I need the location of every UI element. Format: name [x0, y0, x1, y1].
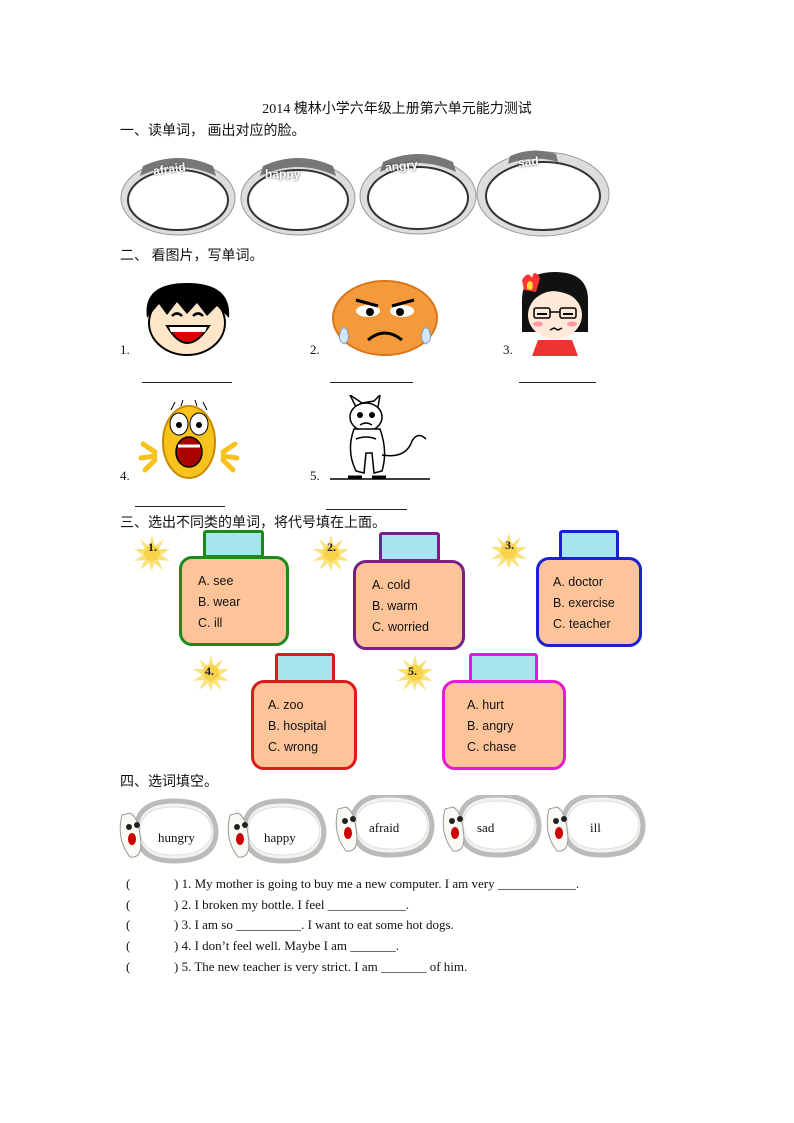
question-text: ) 3. I am so __________. I want to eat s… — [174, 917, 454, 932]
word-bank-sad: sad — [477, 820, 495, 835]
sun-icon — [313, 535, 349, 571]
jar-4-option-b: B. hospital — [268, 719, 327, 733]
jar-1-option-a: A. see — [198, 574, 234, 588]
jar-3-option-c: C. teacher — [553, 617, 611, 631]
jar-2-option-c: C. worried — [372, 620, 429, 634]
jar-3-option-b: B. exercise — [553, 596, 615, 610]
question-2: ( ) 2. I broken my bottle. I feel _______… — [126, 895, 409, 915]
jar-number-3: 3. — [505, 538, 514, 552]
jar-number-1: 1. — [148, 540, 157, 554]
jar-5: A. hurt B. angry C. chase — [442, 680, 566, 770]
answer-paren[interactable]: ( — [126, 938, 131, 953]
picture-label-4: 4. — [120, 468, 130, 483]
jar-5-option-a: A. hurt — [467, 698, 504, 712]
answer-line-5[interactable] — [326, 509, 407, 510]
oval-frame-angry — [359, 154, 477, 235]
jar-3-option-a: A. doctor — [553, 575, 604, 589]
answer-paren[interactable]: ( — [126, 876, 131, 891]
oval-frame-sad — [476, 150, 610, 237]
jar-3: A. doctor B. exercise C. teacher — [536, 557, 642, 647]
jar-number-4: 4. — [205, 664, 214, 678]
question-4: ( ) 4. I don’t feel well. Maybe I am ____… — [126, 936, 399, 956]
answer-line-3[interactable] — [519, 382, 596, 383]
jar-5-answer-box[interactable] — [469, 653, 538, 683]
question-text: ) 1. My mother is going to buy me a new … — [174, 876, 580, 891]
sun-icon — [397, 655, 433, 691]
answer-paren[interactable]: ( — [126, 959, 131, 974]
question-text: ) 4. I don’t feel well. Maybe I am _____… — [174, 938, 400, 953]
answer-line-4[interactable] — [135, 506, 225, 507]
jar-1-option-b: B. wear — [198, 595, 241, 609]
oval-frame-afraid — [120, 158, 236, 236]
section-3-heading: 三、选出不同类的单词，将代号填在上面。 — [120, 516, 386, 531]
answer-paren[interactable]: ( — [126, 897, 131, 912]
jar-2: A. cold B. warm C. worried — [353, 560, 465, 650]
jar-2-option-a: A. cold — [372, 578, 411, 592]
jar-3-answer-box[interactable] — [559, 530, 619, 560]
section-4-heading: 四、选词填空。 — [120, 775, 218, 790]
word-bank-afraid: afraid — [369, 820, 400, 835]
word-bank-ill: ill — [590, 820, 601, 835]
jar-5-option-b: B. angry — [467, 719, 514, 733]
oval-word-sad: sad — [517, 153, 540, 171]
question-1: ( ) 1. My mother is going to buy me a new… — [126, 874, 579, 894]
question-text: ) 2. I broken my bottle. I feel ________… — [174, 897, 410, 912]
answer-line-2[interactable] — [330, 382, 413, 383]
oval-word-happy: happy — [265, 167, 301, 181]
jar-1: A. see B. wear C. ill — [179, 556, 289, 646]
jar-1-option-c: C. ill — [198, 616, 223, 630]
word-bank-hungry: hungry — [158, 830, 195, 845]
picture-label-3: 3. — [503, 342, 513, 357]
scared-cat-image — [330, 395, 430, 480]
question-5: ( ) 5. The new teacher is very strict. I … — [126, 957, 467, 977]
question-3: ( ) 3. I am so __________. I want to eat … — [126, 915, 454, 935]
sun-icon — [491, 533, 527, 569]
jar-5-option-c: C. chase — [467, 740, 517, 754]
jar-number-2: 2. — [327, 540, 336, 554]
jar-number-5: 5. — [408, 664, 417, 678]
question-text: ) 5. The new teacher is very strict. I a… — [174, 959, 468, 974]
word-bank-happy: happy — [264, 830, 296, 845]
answer-paren[interactable]: ( — [126, 917, 131, 932]
jar-2-answer-box[interactable] — [379, 532, 440, 562]
jar-4: A. zoo B. hospital C. wrong — [251, 680, 357, 770]
angry-girl-image — [522, 272, 588, 356]
picture-label-1: 1. — [120, 342, 130, 357]
picture-label-2: 2. — [310, 342, 320, 357]
sun-icon — [193, 655, 229, 691]
answer-line-1[interactable] — [142, 382, 232, 383]
sun-icon — [134, 535, 170, 571]
section-2-heading: 二、 看图片，写单词。 — [120, 249, 264, 264]
jar-1-answer-box[interactable] — [203, 530, 264, 558]
afraid-character-image — [138, 400, 240, 479]
jar-2-option-b: B. warm — [372, 599, 418, 613]
sad-emoji-image — [332, 280, 438, 356]
page-title: 2014 槐林小学六年级上册第六单元能力测试 — [262, 102, 532, 117]
jar-4-option-a: A. zoo — [268, 698, 304, 712]
jar-4-option-c: C. wrong — [268, 740, 319, 754]
section-1-heading: 一、读单词， 画出对应的脸。 — [120, 124, 306, 139]
oval-frame-happy — [240, 158, 356, 236]
oval-frames — [120, 150, 610, 237]
picture-label-5: 5. — [310, 468, 320, 483]
jar-4-answer-box[interactable] — [275, 653, 335, 683]
laughing-face-image — [146, 283, 230, 356]
